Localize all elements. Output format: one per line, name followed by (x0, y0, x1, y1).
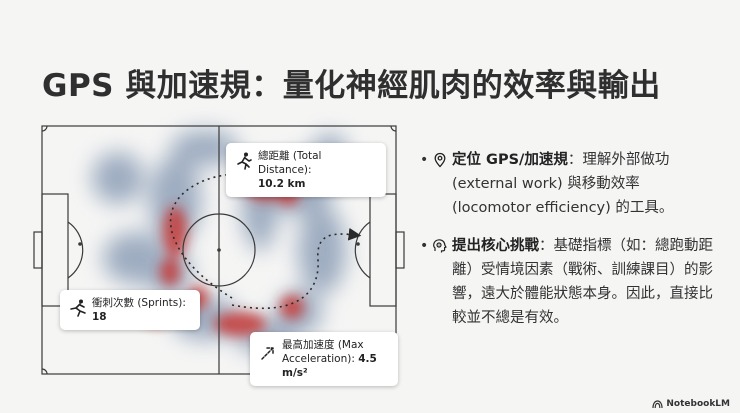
notebooklm-logo-icon (652, 399, 663, 408)
bullet-list: • 定位 GPS/加速規：理解外部做功 (external work) 與移動效… (420, 148, 720, 344)
bullet-gps-text: ：理解外部做功 (external work) 與移動效率 (locomotor… (452, 152, 674, 216)
diagonal-arrow-icon (261, 347, 274, 360)
sprints-callout: 衝刺次數 (Sprints): 18 (60, 290, 200, 330)
bullet-gps-heading: 定位 GPS/加速規 (452, 152, 568, 168)
slide-title: GPS 與加速規：量化神經肌肉的效率與輸出 (42, 68, 661, 104)
total-distance-callout: 總距離 (Total Distance): 10.2 km (226, 143, 386, 197)
bullet-dot: • (420, 238, 429, 254)
bullet-dot: • (420, 152, 429, 168)
brand-name: NotebookLM (666, 399, 730, 409)
brand-watermark: NotebookLM (652, 399, 730, 409)
bullet-gps: • 定位 GPS/加速規：理解外部做功 (external work) 與移動效… (420, 148, 720, 220)
sprinting-person-icon (70, 299, 86, 317)
pitch-lines (33, 125, 405, 375)
sprints-value: 18 (92, 311, 107, 323)
brain-gear-icon (433, 239, 447, 253)
total-distance-value: 10.2 km (258, 178, 306, 190)
sprints-label: 衝刺次數 (Sprints): (92, 297, 186, 309)
bullet-challenge: • 提出核心挑戰：基礎指標（如：總跑動距離）受情境因素（戰術、訓練課目）的影響，… (420, 234, 720, 330)
total-distance-label: 總距離 (Total Distance): (258, 150, 322, 176)
max-acceleration-value: 4.5 m/s² (282, 353, 377, 379)
max-acceleration-label-2: Acceleration): (282, 353, 359, 365)
max-acceleration-callout: 最高加速度 (Max Acceleration): 4.5 m/s² (250, 332, 398, 386)
running-person-icon (237, 152, 252, 170)
bullet-challenge-heading: 提出核心挑戰 (452, 238, 539, 254)
bullet-challenge-text: ：基礎指標（如：總跑動距離）受情境因素（戰術、訓練課目）的影響，遠大於體能狀態本… (452, 238, 713, 326)
max-acceleration-label-1: 最高加速度 (Max (282, 339, 364, 351)
location-pin-icon (434, 152, 446, 168)
